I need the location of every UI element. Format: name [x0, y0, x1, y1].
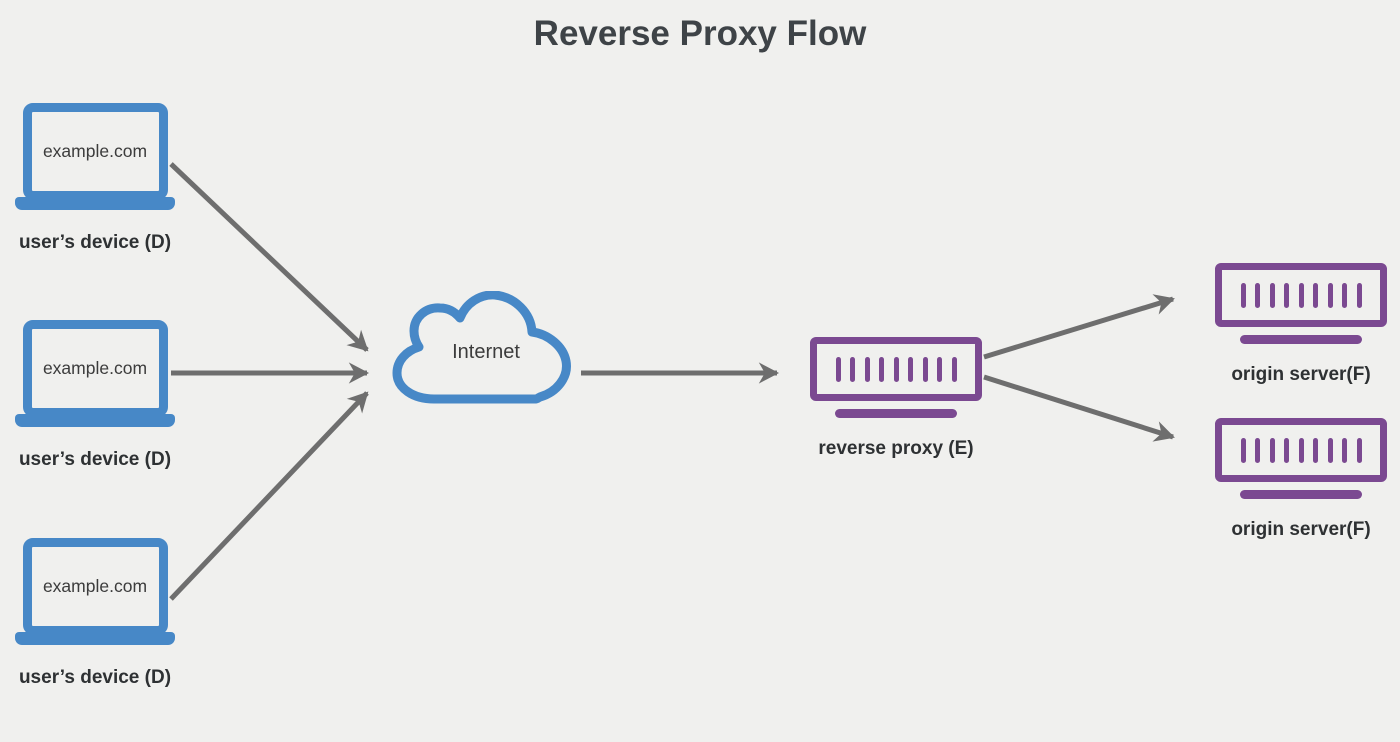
device-node-1: example.com user’s device (D) — [15, 103, 175, 254]
server-slat — [1240, 282, 1246, 308]
server-base — [1240, 490, 1362, 499]
server-slat — [937, 356, 942, 382]
laptop-screen: example.com — [22, 103, 168, 200]
server-slat — [1327, 437, 1333, 463]
laptop-base — [15, 197, 175, 210]
server-slat — [1284, 282, 1289, 308]
cloud-icon — [392, 291, 571, 404]
server-slat — [1298, 437, 1304, 463]
server-slat — [1356, 437, 1362, 463]
server-icon — [1215, 418, 1387, 482]
server-slat — [893, 356, 899, 382]
server-slat — [922, 356, 928, 382]
server-slat — [1327, 282, 1333, 308]
server-slat — [951, 356, 957, 382]
arrow-device-1-to-internet — [169, 162, 369, 352]
reverse-proxy-node: reverse proxy (E) — [810, 337, 982, 460]
laptop-icon: example.com — [15, 103, 175, 210]
server-slat — [835, 356, 841, 382]
device-node-2: example.com user’s device (D) — [15, 320, 175, 471]
origin-server-caption: origin server(F) — [1231, 519, 1371, 540]
internet-node: Internet — [386, 291, 586, 409]
server-slat — [1356, 282, 1362, 308]
device-screen-label: example.com — [42, 358, 148, 378]
server-slat — [1255, 437, 1260, 463]
laptop-icon: example.com — [15, 538, 175, 645]
page-title: Reverse Proxy Flow — [533, 14, 867, 53]
server-slat — [850, 356, 855, 382]
server-slat — [1269, 282, 1275, 308]
device-node-3: example.com user’s device (D) — [15, 538, 175, 689]
origin-server-node-1: origin server(F) — [1215, 263, 1387, 386]
laptop-screen: example.com — [22, 320, 168, 417]
device-caption: user’s device (D) — [18, 449, 172, 470]
laptop-base — [15, 414, 175, 427]
server-slat — [1313, 282, 1318, 308]
arrow-proxy-to-origin-1 — [983, 294, 1175, 360]
server-slat — [1313, 437, 1318, 463]
server-icon — [1215, 263, 1387, 327]
server-slat — [1342, 282, 1347, 308]
arrow-device-3-to-internet — [169, 391, 369, 601]
server-slat — [1342, 437, 1347, 463]
device-screen-label: example.com — [42, 141, 148, 161]
laptop-screen: example.com — [22, 538, 168, 635]
server-slat — [1240, 437, 1246, 463]
server-base — [1240, 335, 1362, 344]
server-base — [835, 409, 957, 418]
server-slat — [1284, 437, 1289, 463]
server-slat — [879, 356, 884, 382]
server-slat — [1255, 282, 1260, 308]
device-caption: user’s device (D) — [18, 667, 172, 688]
origin-server-node-2: origin server(F) — [1215, 418, 1387, 541]
server-slat — [1298, 282, 1304, 308]
origin-server-caption: origin server(F) — [1231, 364, 1371, 385]
reverse-proxy-caption: reverse proxy (E) — [818, 438, 974, 459]
device-caption: user’s device (D) — [18, 232, 172, 253]
server-slat — [908, 356, 913, 382]
laptop-base — [15, 632, 175, 645]
internet-label: Internet — [452, 341, 520, 363]
device-screen-label: example.com — [42, 576, 148, 596]
server-slat — [1269, 437, 1275, 463]
laptop-icon: example.com — [15, 320, 175, 427]
server-slat — [864, 356, 870, 382]
server-icon — [810, 337, 982, 401]
arrow-proxy-to-origin-2 — [983, 374, 1175, 442]
